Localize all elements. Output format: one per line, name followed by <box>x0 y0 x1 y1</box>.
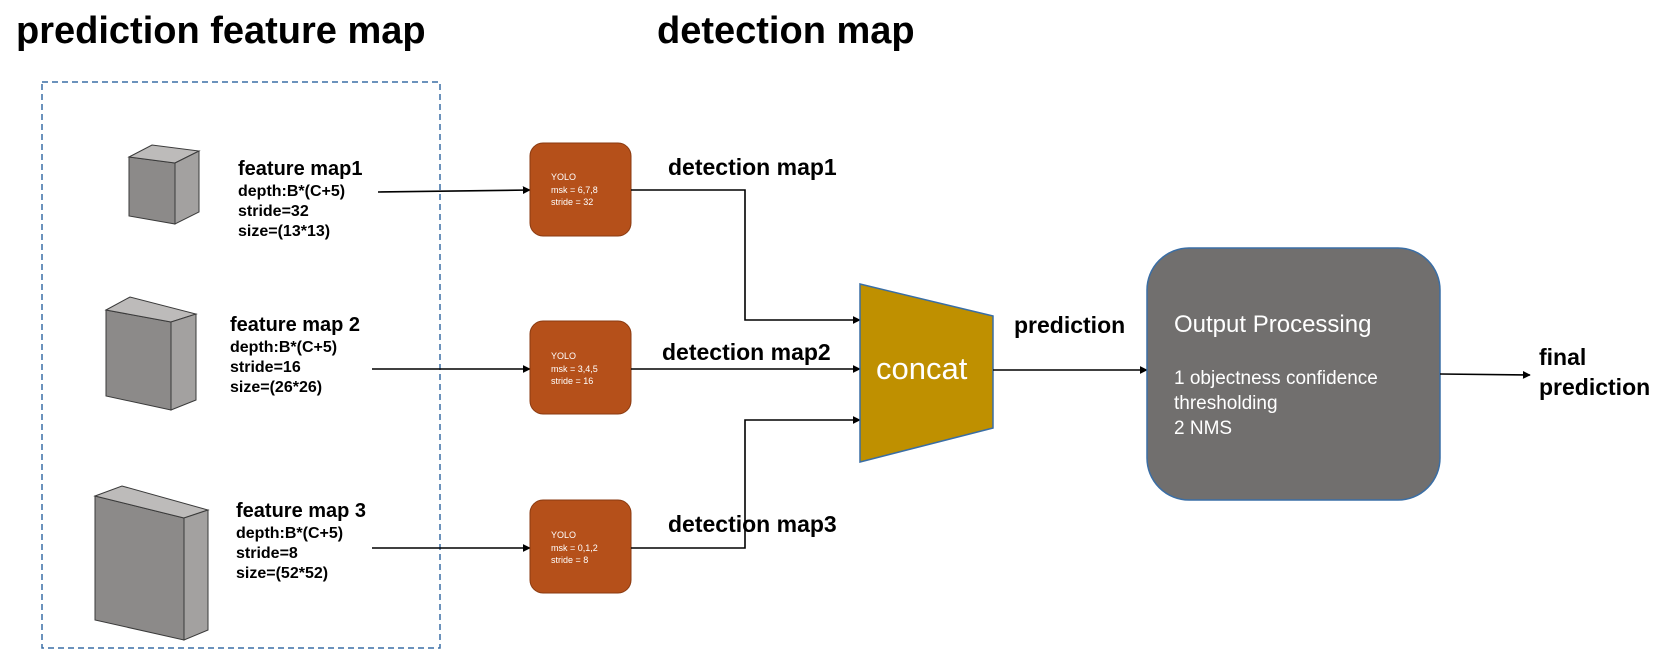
yolo-title: YOLO <box>551 351 576 361</box>
yolo-title: YOLO <box>551 172 576 182</box>
feature-map-stride: stride=8 <box>236 545 298 562</box>
feature-map-name: feature map 3 <box>236 500 366 522</box>
final-label-line1: final <box>1539 344 1586 370</box>
title-detection-map: detection map <box>657 10 915 52</box>
feature-map-name: feature map1 <box>238 158 363 180</box>
arrow-fm1-to-yolo1 <box>377 186 531 195</box>
arrow-yolo1-to-concat <box>631 189 861 324</box>
feature-map-size: size=(52*52) <box>236 565 328 582</box>
cube-feature-map-3 <box>93 485 210 641</box>
arrow-output-to-final <box>1439 370 1531 379</box>
feature-map-stride: stride=16 <box>230 359 301 376</box>
arrow-yolo3-to-concat <box>631 416 861 549</box>
output-line-2: thresholding <box>1174 393 1278 414</box>
yolo-block-1: YOLO msk = 6,7,8 stride = 32 <box>529 142 632 237</box>
feature-map-name: feature map 2 <box>230 314 360 336</box>
prediction-label: prediction <box>1014 312 1125 338</box>
feature-map-stride: stride=32 <box>238 203 309 220</box>
yolo-stride: stride = 32 <box>551 197 593 207</box>
yolo-title: YOLO <box>551 530 576 540</box>
concat-block: concat <box>859 283 994 463</box>
yolo-msk: msk = 0,1,2 <box>551 543 598 553</box>
concat-label: concat <box>876 351 968 386</box>
feature-map-3-label: feature map 3 depth:B*(C+5) stride=8 siz… <box>236 500 366 582</box>
feature-map-size: size=(13*13) <box>238 223 330 240</box>
output-processing-block: Output Processing 1 objectness confidenc… <box>1146 247 1441 501</box>
title-prediction-feature-map: prediction feature map <box>16 10 426 52</box>
output-processing-title: Output Processing <box>1174 311 1371 338</box>
feature-map-depth: depth:B*(C+5) <box>236 525 343 542</box>
output-line-1: 1 objectness confidence <box>1174 368 1378 389</box>
feature-map-1-label: feature map1 depth:B*(C+5) stride=32 siz… <box>238 158 363 240</box>
yolo-block-3: YOLO msk = 0,1,2 stride = 8 <box>529 499 632 594</box>
yolo-stride: stride = 16 <box>551 376 593 386</box>
feature-map-group-box <box>41 81 441 649</box>
feature-map-2-label: feature map 2 depth:B*(C+5) stride=16 si… <box>230 314 360 396</box>
feature-map-size: size=(26*26) <box>230 379 322 396</box>
yolo-msk: msk = 6,7,8 <box>551 185 598 195</box>
feature-map-depth: depth:B*(C+5) <box>230 339 337 356</box>
yolo-msk: msk = 3,4,5 <box>551 364 598 374</box>
yolo-block-2: YOLO msk = 3,4,5 stride = 16 <box>529 320 632 415</box>
cube-feature-map-2 <box>104 296 198 411</box>
output-line-3: 2 NMS <box>1174 418 1232 439</box>
cube-feature-map-1 <box>127 144 201 225</box>
detection-map-1-label: detection map1 <box>668 154 837 180</box>
yolo-stride: stride = 8 <box>551 555 588 565</box>
feature-map-depth: depth:B*(C+5) <box>238 183 345 200</box>
detection-map-2-label: detection map2 <box>662 339 831 365</box>
final-label-line2: prediction <box>1539 374 1650 400</box>
detection-map-3-label: detection map3 <box>668 511 837 537</box>
